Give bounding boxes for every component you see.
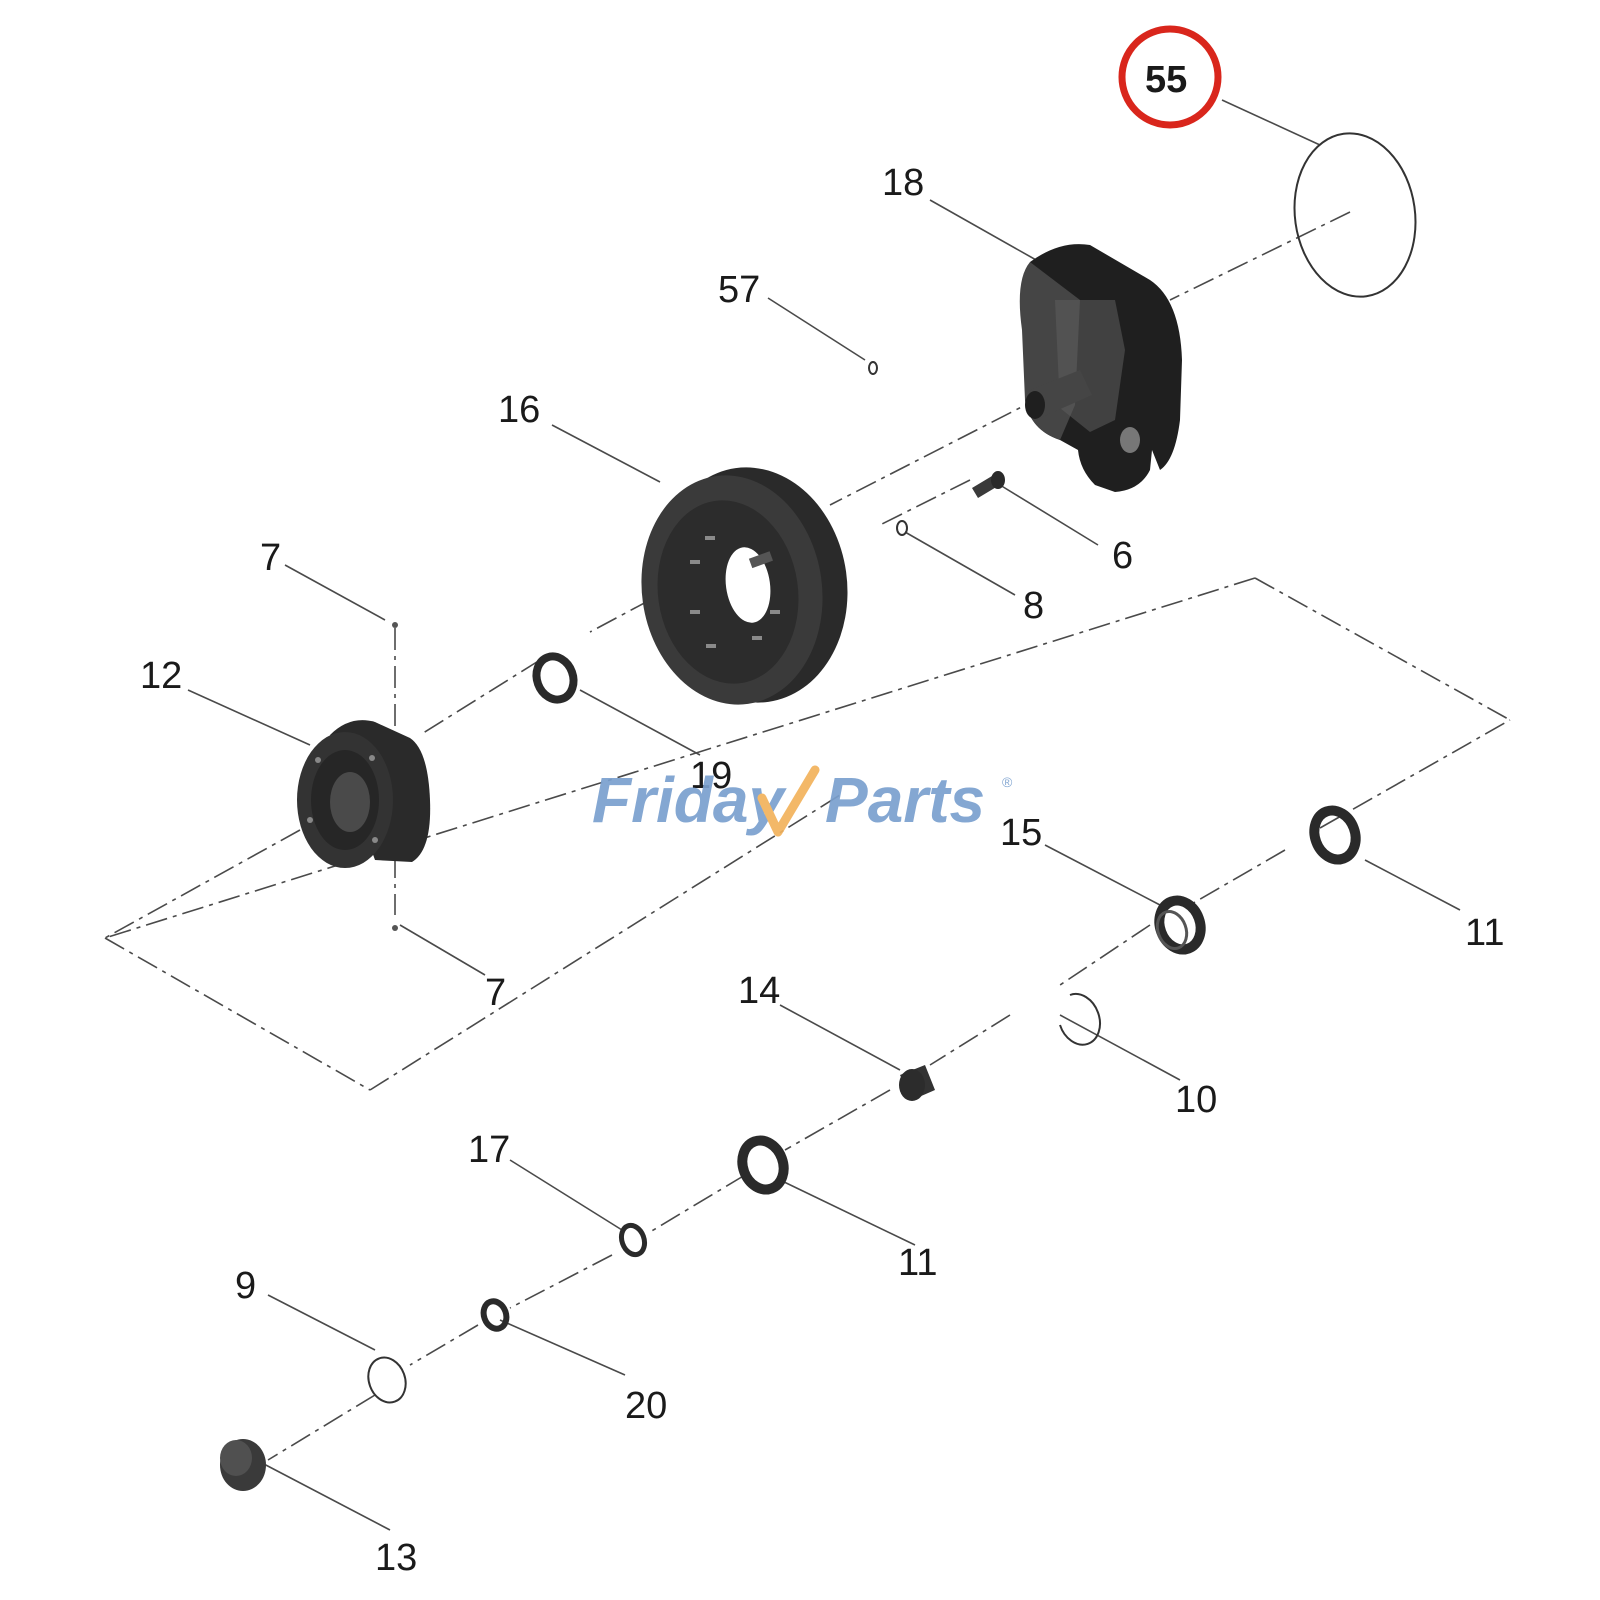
seal-19: [532, 652, 578, 704]
callout-11-upper: 11: [1465, 912, 1504, 954]
callout-14: 14: [738, 970, 780, 1012]
flange-housing-12: [297, 720, 431, 868]
o-ring-55: [1293, 132, 1417, 298]
assembly-axes: [104, 211, 1511, 1461]
callout-6: 6: [1112, 535, 1133, 577]
snap-ring-10: [1059, 992, 1101, 1046]
callout-8: 8: [1023, 585, 1044, 627]
callout-11-lower: 11: [898, 1242, 937, 1284]
callout-16: 16: [498, 389, 540, 431]
highlight-circle-55: [1118, 25, 1222, 129]
callout-10: 10: [1175, 1079, 1217, 1121]
callout-57: 57: [718, 269, 760, 311]
pump-housing-18: [1019, 244, 1182, 492]
cap-13: [220, 1439, 266, 1491]
watermark-part1: Friday: [592, 764, 787, 836]
callout-20: 20: [625, 1385, 667, 1427]
o-ring-8: [896, 520, 908, 536]
callout-18: 18: [882, 162, 924, 204]
leader-lines: [187, 99, 1461, 1531]
callout-15: 15: [1000, 812, 1042, 854]
callout-13: 13: [375, 1537, 417, 1579]
bearing-11-upper: [1309, 805, 1361, 865]
callout-55: 55: [1145, 59, 1187, 101]
o-ring-9: [367, 1356, 407, 1404]
pin-7-bottom: [392, 925, 398, 931]
bearing-11-lower: [737, 1135, 789, 1195]
callout-9: 9: [235, 1265, 256, 1307]
bushing-15: [1154, 895, 1206, 955]
ring-20: [480, 1298, 510, 1332]
watermark-part2: Parts: [825, 764, 985, 836]
callout-labels: 55 18 57 16 6 8 7 12 19 7 15 11 14 10 17…: [140, 59, 1504, 1579]
pin-57: [868, 361, 878, 375]
callout-17: 17: [468, 1129, 510, 1171]
callout-7-top: 7: [260, 537, 281, 579]
callout-7-bottom: 7: [485, 972, 506, 1014]
callout-12: 12: [140, 655, 182, 697]
sleeve-14: [899, 1065, 935, 1101]
watermark-mark: ®: [1002, 774, 1013, 790]
callout-19: 19: [690, 755, 732, 797]
watermark-check-icon: [757, 765, 820, 837]
pin-7-top: [392, 622, 398, 628]
bolt-6: [972, 471, 1005, 498]
ring-17: [618, 1222, 648, 1258]
gear-ring-16: [641, 467, 848, 705]
watermark-logo: Friday Parts ®: [592, 764, 1013, 837]
